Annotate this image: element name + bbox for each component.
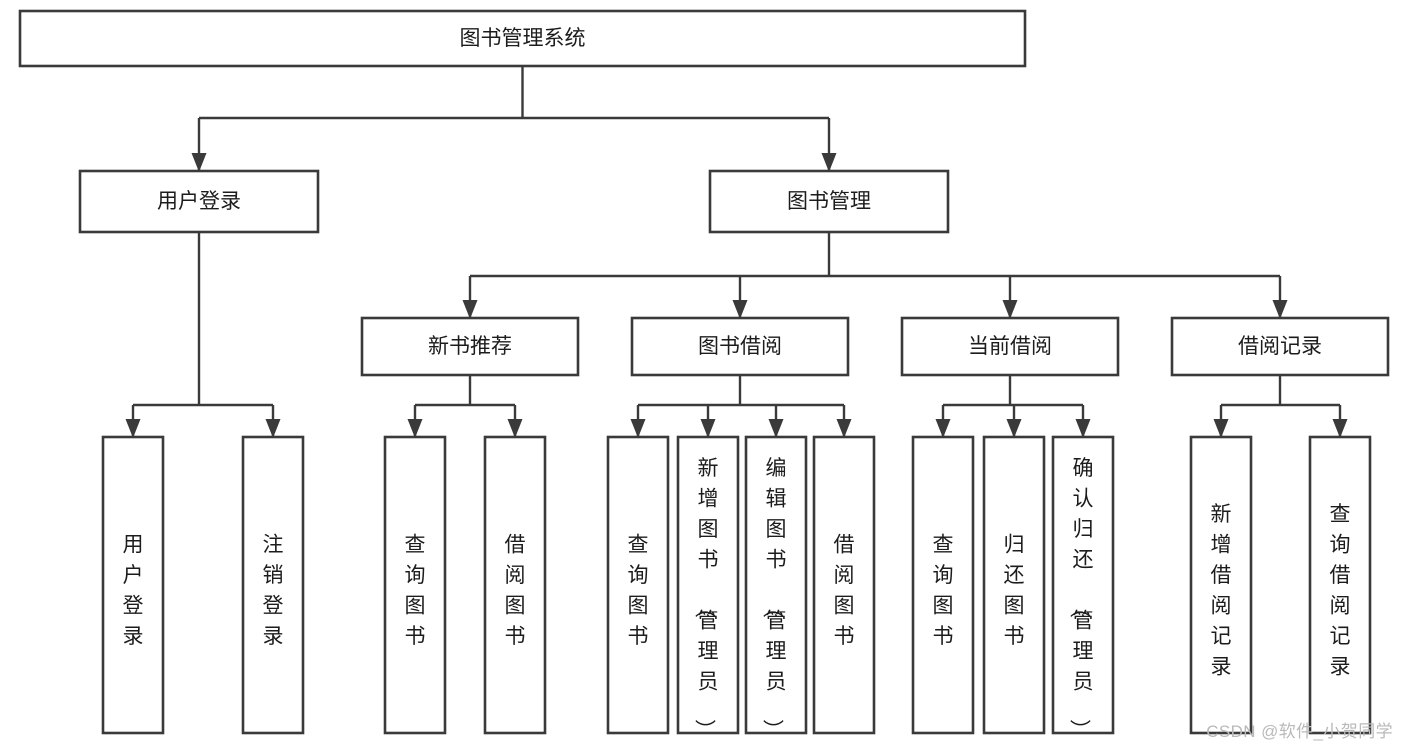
node-box-leaf-confirm-return-admin	[1051, 435, 1115, 735]
node-box-user-login	[78, 169, 320, 234]
arrow-head-new-book-recommend	[462, 300, 478, 319]
node-box-leaf-borrow-book-borrow	[812, 435, 876, 735]
node-box-book-manage	[708, 169, 950, 234]
node-label-leaf-add-borrow-record: 新增借阅记录	[1211, 503, 1232, 679]
arrow-head-leaf-query-book-borrow	[630, 419, 646, 438]
node-leaf-logout-login[interactable]: 注销登录	[241, 435, 305, 735]
node-box-new-book-recommend	[360, 316, 580, 377]
node-label-leaf-confirm-return-admin: 确认归还（管理员）	[1068, 457, 1094, 740]
arrow-head-leaf-add-book-admin	[700, 419, 716, 438]
arrow-head-leaf-borrow-book-recommend	[507, 419, 523, 438]
node-label-borrow-record: 借阅记录	[1238, 335, 1322, 358]
node-leaf-edit-book-admin[interactable]: 编辑图书（管理员）	[744, 435, 808, 740]
node-leaf-query-book-recommend[interactable]: 查询图书	[383, 435, 447, 735]
csdn-watermark: CSDN @软件_小贺同学	[1206, 722, 1393, 741]
node-label-book-manage: 图书管理	[787, 190, 871, 213]
node-label-leaf-return-book: 归还图书	[1004, 533, 1025, 648]
arrow-head-leaf-query-borrow-record	[1332, 419, 1348, 438]
node-box-leaf-add-book-admin	[676, 435, 740, 735]
node-book-borrow[interactable]: 图书借阅	[630, 316, 850, 377]
node-user-login[interactable]: 用户登录	[78, 169, 320, 234]
node-label-leaf-add-book-admin: 新增图书（管理员）	[693, 457, 719, 740]
arrow-head-leaf-query-book-recommend	[407, 419, 423, 438]
node-box-leaf-logout-login	[241, 435, 305, 735]
node-box-leaf-edit-book-admin	[744, 435, 808, 735]
node-label-book-borrow: 图书借阅	[698, 335, 782, 358]
node-new-book-recommend[interactable]: 新书推荐	[360, 316, 580, 377]
node-leaf-query-book-borrow[interactable]: 查询图书	[606, 435, 670, 735]
node-leaf-query-book-current[interactable]: 查询图书	[911, 435, 975, 735]
node-box-borrow-record	[1170, 316, 1390, 377]
node-box-leaf-user-login	[101, 435, 165, 735]
node-box-root	[18, 9, 1027, 68]
arrow-head-leaf-borrow-book-borrow	[836, 419, 852, 438]
arrow-head-book-borrow	[732, 300, 748, 319]
node-label-leaf-query-book-borrow: 查询图书	[628, 533, 649, 648]
node-label-leaf-user-login: 用户登录	[123, 533, 144, 648]
node-label-leaf-logout-login: 注销登录	[263, 533, 284, 648]
arrow-head-leaf-confirm-return-admin	[1075, 419, 1091, 438]
node-leaf-add-book-admin[interactable]: 新增图书（管理员）	[676, 435, 740, 740]
arrow-head-current-borrow	[1002, 300, 1018, 319]
arrow-head-borrow-record	[1272, 300, 1288, 319]
arrow-head-leaf-query-book-current	[935, 419, 951, 438]
node-label-leaf-borrow-book-borrow: 借阅图书	[834, 533, 855, 648]
node-box-leaf-query-book-current	[911, 435, 975, 735]
node-leaf-borrow-book-recommend[interactable]: 借阅图书	[483, 435, 547, 735]
node-leaf-user-login[interactable]: 用户登录	[101, 435, 165, 735]
node-leaf-borrow-book-borrow[interactable]: 借阅图书	[812, 435, 876, 735]
node-label-current-borrow: 当前借阅	[968, 335, 1052, 358]
node-root[interactable]: 图书管理系统	[18, 9, 1027, 68]
connectors-layer	[125, 66, 1348, 438]
node-box-book-borrow	[630, 316, 850, 377]
node-leaf-return-book[interactable]: 归还图书	[982, 435, 1046, 735]
node-current-borrow[interactable]: 当前借阅	[900, 316, 1120, 377]
node-box-leaf-query-book-recommend	[383, 435, 447, 735]
node-label-leaf-query-borrow-record: 查询借阅记录	[1330, 503, 1351, 679]
arrow-head-leaf-logout-login	[265, 419, 281, 438]
node-label-leaf-borrow-book-recommend: 借阅图书	[505, 533, 526, 648]
arrow-head-user-login	[191, 153, 207, 172]
node-label-leaf-edit-book-admin: 编辑图书（管理员）	[761, 457, 787, 740]
arrow-head-leaf-user-login	[125, 419, 141, 438]
node-label-leaf-query-book-recommend: 查询图书	[405, 533, 426, 648]
arrow-head-leaf-return-book	[1006, 419, 1022, 438]
arrow-head-leaf-add-borrow-record	[1213, 419, 1229, 438]
arrow-head-book-manage	[821, 153, 837, 172]
node-book-manage[interactable]: 图书管理	[708, 169, 950, 234]
node-box-leaf-add-borrow-record	[1189, 435, 1253, 735]
node-label-new-book-recommend: 新书推荐	[428, 335, 512, 358]
node-box-leaf-query-book-borrow	[606, 435, 670, 735]
node-label-root: 图书管理系统	[460, 27, 586, 50]
node-box-leaf-return-book	[982, 435, 1046, 735]
node-box-current-borrow	[900, 316, 1120, 377]
nodes-layer: 图书管理系统用户登录图书管理新书推荐图书借阅当前借阅借阅记录用户登录注销登录查询…	[18, 9, 1390, 740]
node-label-user-login: 用户登录	[157, 190, 241, 213]
node-leaf-query-borrow-record[interactable]: 查询借阅记录	[1308, 435, 1372, 735]
node-box-leaf-borrow-book-recommend	[483, 435, 547, 735]
node-box-leaf-query-borrow-record	[1308, 435, 1372, 735]
node-label-leaf-query-book-current: 查询图书	[933, 533, 954, 648]
node-borrow-record[interactable]: 借阅记录	[1170, 316, 1390, 377]
node-leaf-add-borrow-record[interactable]: 新增借阅记录	[1189, 435, 1253, 735]
node-leaf-confirm-return-admin[interactable]: 确认归还（管理员）	[1051, 435, 1115, 740]
arrow-head-leaf-edit-book-admin	[768, 419, 784, 438]
